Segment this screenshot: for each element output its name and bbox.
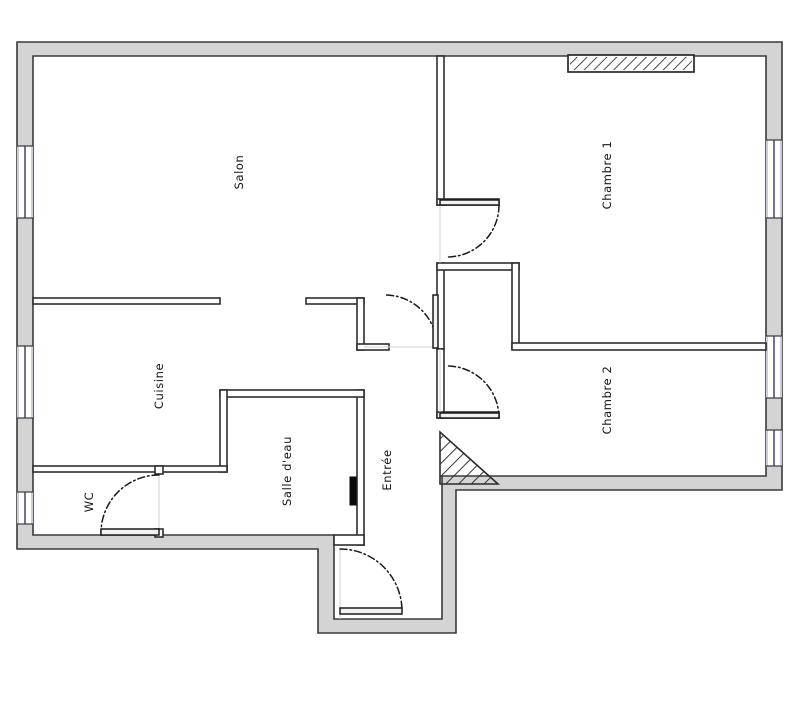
room-label-salon: Salon: [232, 155, 246, 190]
room-label-cuisine: Cuisine: [152, 363, 166, 409]
door-salledeau-coulissante[interactable]: [349, 476, 357, 506]
door-salon[interactable]: [384, 294, 439, 349]
doors: [100, 199, 500, 615]
door-opening-lines: [339, 205, 441, 619]
gaine-chambre2-icon: [439, 430, 501, 485]
room-label-wc: WC: [82, 492, 96, 513]
room-label-chambre-1: Chambre 1: [600, 141, 614, 210]
door-wc[interactable]: [100, 474, 160, 536]
exterior-walls: [16, 41, 783, 634]
room-labels: Salon Chambre 1 Chambre 2 Cuisine Salle …: [82, 141, 614, 513]
room-label-salle-d-eau: Salle d'eau: [280, 436, 294, 506]
door-entree-principale[interactable]: [339, 548, 403, 615]
interior-partitions: [32, 55, 767, 546]
door-chambre2[interactable]: [439, 365, 500, 419]
room-label-entree: Entrée: [380, 449, 394, 490]
hatched-fixtures: [439, 54, 695, 485]
placard-chambre1-icon: [567, 54, 695, 73]
window-openings: [17, 139, 782, 525]
room-label-chambre-2: Chambre 2: [600, 366, 614, 435]
door-chambre1[interactable]: [439, 199, 500, 258]
